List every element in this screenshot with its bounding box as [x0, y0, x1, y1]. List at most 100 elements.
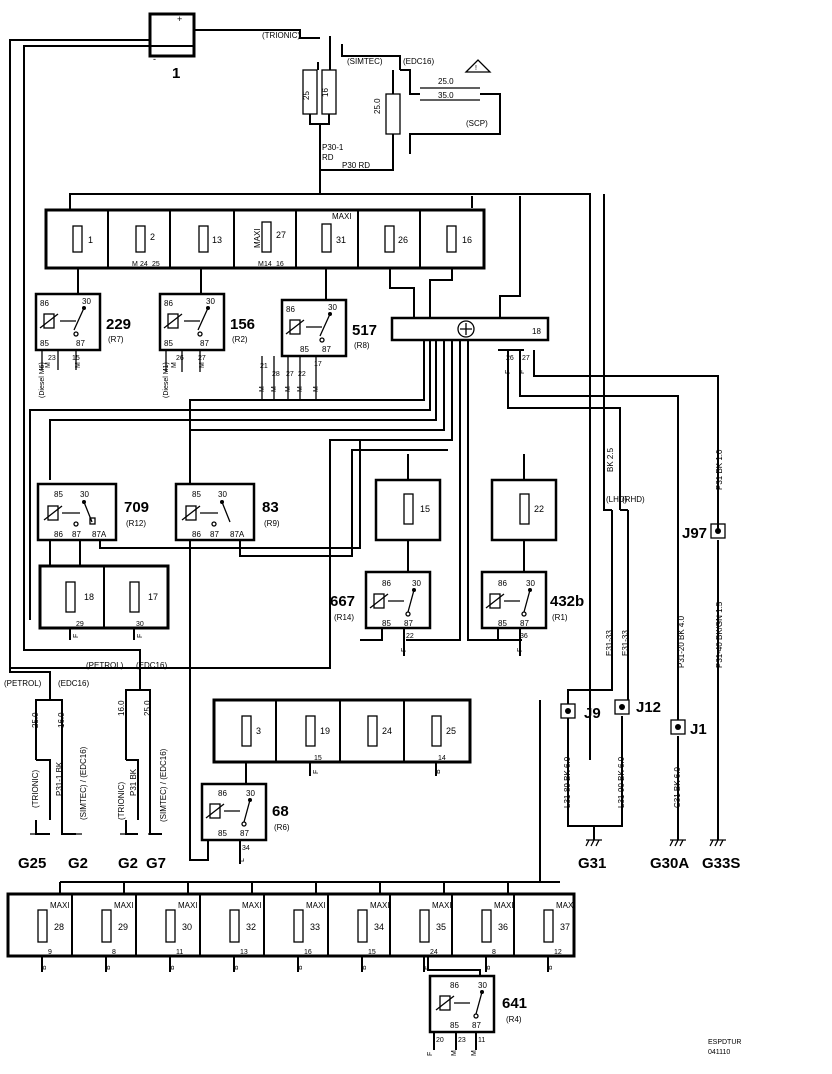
battery: + - 1	[148, 12, 196, 82]
svg-text:M: M	[258, 261, 264, 268]
svg-text:36: 36	[498, 922, 508, 932]
svg-text:34: 34	[374, 922, 384, 932]
svg-text:17: 17	[148, 592, 158, 602]
svg-text:709: 709	[124, 499, 149, 516]
svg-text:14: 14	[438, 755, 446, 762]
svg-text:87: 87	[200, 339, 209, 348]
svg-text:ESPDTUR: ESPDTUR	[708, 1039, 741, 1046]
warning-icon	[464, 59, 492, 73]
svg-text:22: 22	[298, 371, 306, 378]
svg-text:22: 22	[406, 633, 414, 640]
svg-text:16: 16	[462, 235, 472, 245]
svg-text:25.0: 25.0	[438, 77, 454, 86]
relay-517: 86 30 85 87 517 (R8) 21 28 27 22 17 M M …	[259, 298, 377, 400]
svg-text:27: 27	[522, 355, 530, 362]
svg-text:25.0: 25.0	[143, 700, 152, 716]
svg-text:L: L	[239, 858, 246, 862]
svg-text:33: 33	[310, 922, 320, 932]
svg-text:13: 13	[240, 949, 248, 956]
svg-text:18: 18	[84, 592, 94, 602]
svg-text:16.0: 16.0	[117, 700, 126, 716]
svg-text:30: 30	[218, 490, 227, 499]
svg-text:MAXI: MAXI	[178, 901, 198, 910]
svg-text:30: 30	[136, 621, 144, 628]
svg-text:27: 27	[286, 371, 294, 378]
relay-83: 85 30 86 87 87A 83 (R9)	[174, 449, 448, 557]
svg-text:85: 85	[450, 1021, 459, 1030]
svg-text:G30A: G30A	[650, 855, 689, 872]
ground-g30a: G30A	[650, 839, 689, 872]
svg-text:29: 29	[76, 621, 84, 628]
svg-text:(R12): (R12)	[126, 519, 146, 528]
svg-text:J9: J9	[584, 705, 601, 722]
svg-text:25.0: 25.0	[31, 712, 40, 728]
svg-text:11: 11	[176, 949, 183, 956]
svg-text:F: F	[427, 1052, 434, 1056]
svg-text:86: 86	[498, 579, 507, 588]
svg-text:26: 26	[506, 355, 514, 362]
svg-text:23: 23	[48, 355, 56, 362]
svg-text:19: 19	[320, 726, 330, 736]
relay-709: 85 30 86 87 87A 709 (R12)	[36, 440, 361, 566]
svg-text:86: 86	[286, 305, 295, 314]
svg-text:P30-1: P30-1	[322, 143, 344, 152]
svg-text:35.0: 35.0	[438, 91, 454, 100]
svg-text:68: 68	[272, 803, 289, 820]
svg-text:27: 27	[198, 355, 206, 362]
svg-text:86: 86	[164, 299, 173, 308]
svg-text:85: 85	[54, 490, 63, 499]
svg-text:F: F	[519, 370, 526, 374]
svg-text:30: 30	[328, 303, 337, 312]
svg-text:28: 28	[272, 371, 280, 378]
fuse-1: 1	[72, 225, 93, 253]
svg-text:M: M	[297, 386, 304, 392]
fuse-2: 2 M 24 25	[132, 225, 160, 268]
svg-text:3: 3	[256, 726, 261, 736]
svg-text:30: 30	[82, 297, 91, 306]
svg-text:L31-89 BK 6.0: L31-89 BK 6.0	[563, 756, 572, 808]
svg-text:24: 24	[430, 949, 438, 956]
relay-229: 86 30 85 87 229 (R7) 23 15 M M (Diesel M…	[34, 292, 131, 398]
svg-text:F: F	[505, 370, 512, 374]
svg-text:30: 30	[80, 490, 89, 499]
svg-text:G2: G2	[118, 855, 138, 872]
svg-text:M: M	[171, 362, 178, 368]
svg-text:87: 87	[72, 530, 81, 539]
svg-text:85: 85	[498, 619, 507, 628]
svg-text:F: F	[73, 634, 80, 638]
svg-text:(TRIONIC): (TRIONIC)	[117, 781, 126, 820]
svg-text:8: 8	[492, 949, 496, 956]
svg-text:!: !	[475, 65, 477, 72]
left-grounds: (PETROL) (EDC16) (PETROL) (EDC16) 25.0 1…	[4, 661, 168, 872]
svg-text:86: 86	[382, 579, 391, 588]
svg-text:86: 86	[54, 530, 63, 539]
svg-text:(SCP): (SCP)	[466, 119, 488, 128]
svg-text:29: 29	[118, 922, 128, 932]
svg-text:P31 BK 1.0: P31 BK 1.0	[715, 449, 724, 490]
svg-text:14: 14	[264, 261, 272, 268]
svg-text:B: B	[435, 769, 442, 774]
svg-text:MAXI: MAXI	[370, 901, 390, 910]
svg-text:G25: G25	[18, 855, 46, 872]
svg-text:G33S: G33S	[702, 855, 740, 872]
svg-text:(R1): (R1)	[552, 613, 568, 622]
svg-text:432b: 432b	[550, 593, 584, 610]
svg-text:30: 30	[246, 789, 255, 798]
main-wiring	[9, 29, 605, 700]
svg-text:36: 36	[520, 633, 528, 640]
svg-text:13: 13	[212, 235, 222, 245]
svg-text:MAXI: MAXI	[242, 901, 262, 910]
svg-text:85: 85	[300, 345, 309, 354]
svg-text:(R14): (R14)	[334, 613, 354, 622]
svg-text:M: M	[75, 362, 82, 368]
relay-667: 86 30 85 87 667 (R14) 22 F	[330, 570, 432, 656]
relay-156: 86 30 85 87 156 (R2) 26 27 M M (Diesel M…	[158, 292, 255, 398]
svg-text:27: 27	[276, 230, 286, 240]
svg-text:BK 2.5: BK 2.5	[606, 447, 615, 472]
j1-connector: J1	[670, 719, 707, 738]
